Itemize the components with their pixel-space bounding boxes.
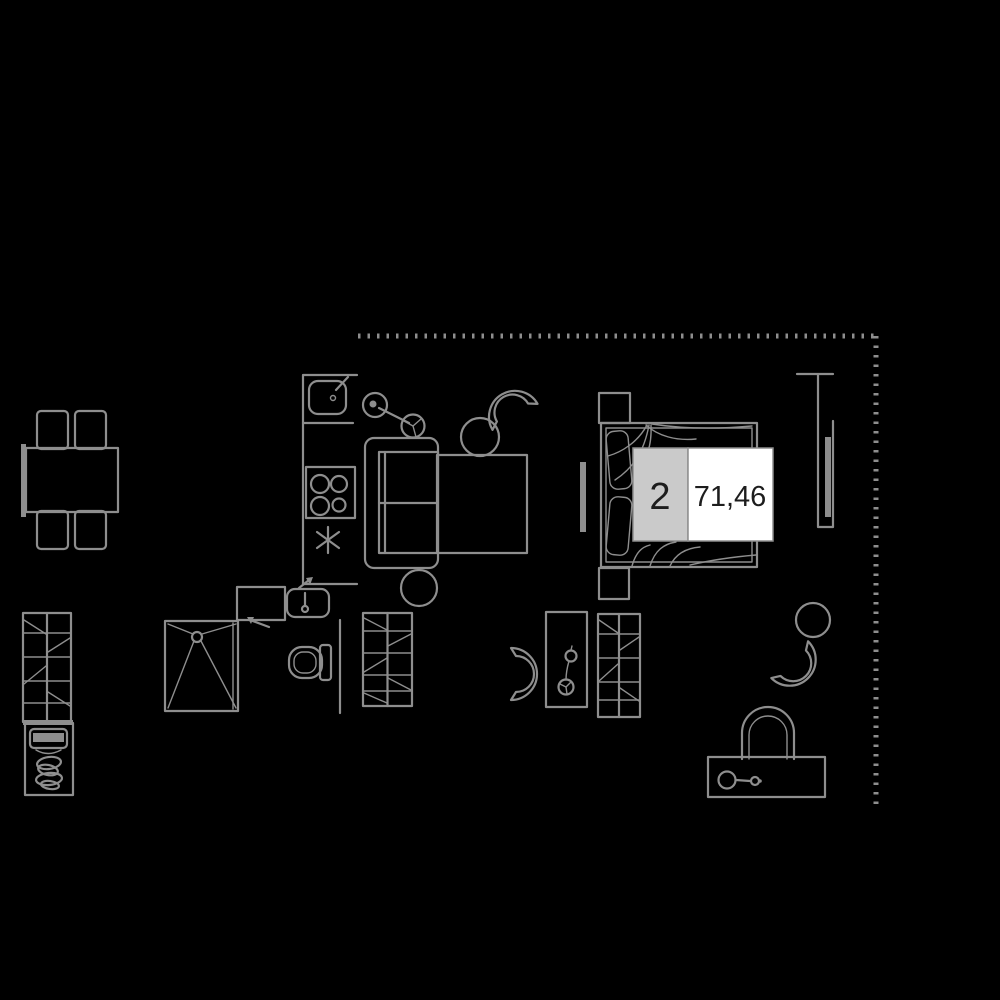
kitchen <box>301 373 426 586</box>
kitchen-sink <box>307 375 350 416</box>
side-table <box>794 601 832 639</box>
wardrobe <box>21 611 73 724</box>
pillow <box>605 496 633 556</box>
dishwasher-star-icon <box>315 525 341 555</box>
living-area <box>363 380 539 608</box>
mixer-tap-icon <box>247 617 271 629</box>
washbasin <box>285 577 331 619</box>
desk-chair <box>509 646 539 702</box>
plan-boundary-dashed <box>358 333 879 808</box>
bathroom <box>163 577 342 715</box>
drawer <box>28 727 69 750</box>
lounge-chair <box>478 380 539 431</box>
rooms-count: 2 <box>649 476 670 518</box>
wardrobe <box>596 612 642 719</box>
dining-table <box>24 446 120 514</box>
corner-lounge <box>706 601 832 799</box>
hallway-cabinet <box>23 721 75 797</box>
desk <box>706 755 827 799</box>
sofa <box>363 436 440 570</box>
round-stool <box>399 568 439 608</box>
area-badge[interactable] <box>687 447 774 542</box>
armchair <box>740 705 796 761</box>
dining-chair <box>73 509 108 551</box>
hallway-storage <box>21 611 75 797</box>
kitchen-counter <box>301 373 359 586</box>
wardrobe <box>361 611 414 708</box>
dining-chair <box>73 409 108 451</box>
pillow <box>605 430 633 490</box>
dining-set <box>21 409 120 551</box>
tv-panel <box>580 462 586 532</box>
rooms-badge[interactable] <box>632 447 689 542</box>
study <box>509 610 589 709</box>
unit-badge[interactable]: 2 71,46 <box>632 447 774 542</box>
desk-lamp-icon <box>717 770 762 790</box>
coffee-table <box>435 453 529 555</box>
dining-chair <box>35 409 70 451</box>
plant-scribble <box>34 755 64 791</box>
cooktop <box>304 465 357 520</box>
nightstand <box>597 391 632 425</box>
tv-panel <box>825 437 831 517</box>
armchair <box>770 640 828 698</box>
desk <box>544 610 589 709</box>
nightstand <box>597 566 631 601</box>
area-value: 71,46 <box>694 481 767 513</box>
toilet <box>287 643 333 682</box>
media-cabinet <box>795 372 835 529</box>
bar-stools <box>361 391 426 439</box>
shower <box>163 619 240 713</box>
round-stool <box>459 416 501 458</box>
bench <box>21 444 26 517</box>
desk-lamp-icon <box>557 645 578 696</box>
bathroom-counter <box>235 585 287 622</box>
dining-chair <box>35 509 70 551</box>
